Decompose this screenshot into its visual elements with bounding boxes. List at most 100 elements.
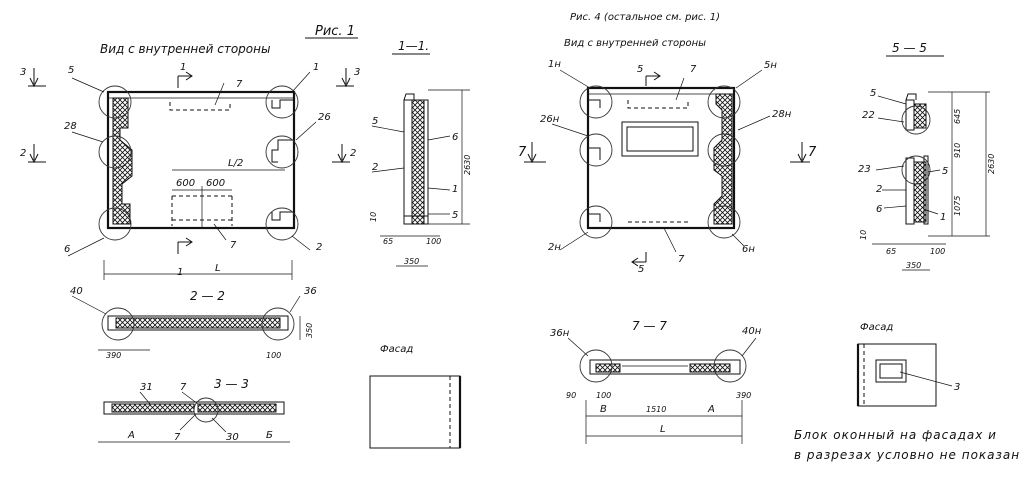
hatched-insulation — [112, 97, 133, 225]
dim-l: L — [215, 263, 221, 274]
window-block — [875, 359, 907, 383]
facade-outline — [369, 375, 461, 449]
detail-circle — [98, 135, 132, 169]
dim-2630: 2630 — [463, 155, 472, 175]
detail-circle — [579, 349, 613, 383]
section-mark-3b: 3 — [354, 67, 360, 78]
dim-l-half: L/2 — [228, 158, 243, 169]
fig4-title: Рис. 4 (остальное см. рис. 1) — [570, 12, 720, 23]
label-7b: 7 — [230, 240, 237, 251]
fig1-view: Рис. 1 Вид с внутренней стороны 5 1 28 2… — [20, 24, 360, 280]
detail-circle — [579, 133, 613, 167]
dim-390: 390 — [106, 351, 121, 360]
note-line-1: Блок оконный на фасадах и — [794, 428, 997, 442]
section-core — [595, 363, 621, 373]
label-36: 36 — [304, 286, 317, 297]
label-2: 2 — [876, 184, 882, 195]
detail-circle — [265, 135, 299, 169]
fig4-subtitle: Вид с внутренней стороны — [564, 38, 706, 49]
dim-910: 910 — [953, 143, 962, 158]
section-5-5-title: 5 — 5 — [892, 41, 927, 55]
dim-350: 350 — [305, 323, 314, 338]
dim-a: А — [127, 430, 135, 441]
dim-100: 100 — [930, 247, 945, 256]
label-5n: 5н — [764, 60, 777, 71]
hatched-insulation — [713, 93, 733, 225]
detail-circle — [261, 307, 295, 341]
label-26: 26 — [318, 112, 331, 123]
dim-10: 10 — [369, 212, 378, 222]
label-6: 6 — [452, 132, 458, 143]
window-opening — [621, 121, 699, 157]
dim-100: 100 — [596, 391, 611, 400]
fig4-view: Рис. 4 (остальное см. рис. 1) Вид с внут… — [518, 12, 817, 275]
label-5b: 5 — [638, 264, 644, 275]
label-26n: 26н — [540, 114, 560, 125]
label-1: 1 — [452, 184, 458, 195]
section-core — [411, 99, 425, 225]
facade-2: Фасад 3 — [856, 322, 960, 407]
fig1-title: Рис. 1 — [315, 24, 355, 39]
panel-outline — [586, 86, 736, 230]
label-5: 5 — [637, 64, 643, 75]
detail-circle — [98, 85, 132, 119]
label-28n: 28н — [772, 109, 792, 120]
label-5b: 5 — [942, 166, 948, 177]
label-7a: 7 — [180, 382, 187, 393]
note-line-2: в разрезах условно не показан — [794, 448, 1021, 462]
detail-circle — [707, 133, 741, 167]
section-mark-7a: 7 — [518, 145, 527, 160]
panel-outline — [106, 90, 296, 230]
dim-350: 350 — [404, 257, 419, 266]
detail-circle — [265, 207, 299, 241]
dim-v: В — [600, 404, 607, 415]
fig1-subtitle: Вид с внутренней стороны — [100, 42, 270, 56]
label-5: 5 — [870, 88, 876, 99]
detail-circle — [901, 155, 931, 185]
section-mark-2b: 2 — [350, 148, 356, 159]
section-mark-2a: 2 — [20, 148, 26, 159]
label-23: 23 — [858, 164, 871, 175]
label-1: 1 — [940, 212, 946, 223]
section-3-3-title: 3 — 3 — [214, 377, 249, 391]
section-3-3: 3 — 3 31 7 7 30 А Б — [98, 377, 290, 443]
section-core — [111, 403, 195, 413]
dim-10: 10 — [859, 230, 868, 240]
dim-100: 100 — [266, 351, 281, 360]
label-36n: 36н — [550, 328, 570, 339]
detail-circle — [707, 205, 741, 239]
label-5: 5 — [68, 65, 74, 76]
label-40: 40 — [70, 286, 83, 297]
dim-a: А — [707, 404, 715, 415]
dim-645: 645 — [953, 109, 962, 124]
section-mark-1b: 1 — [177, 267, 183, 278]
dim-600b: 600 — [206, 178, 225, 189]
dim-2630: 2630 — [987, 154, 996, 174]
section-mark-1a: 1 — [180, 62, 186, 73]
label-6: 6 — [64, 244, 70, 255]
section-core — [689, 363, 731, 373]
label-30: 30 — [226, 432, 239, 443]
section-core — [115, 317, 281, 329]
label-40n: 40н — [742, 326, 762, 337]
label-5: 5 — [372, 116, 378, 127]
label-31: 31 — [140, 382, 153, 393]
detail-circle — [265, 85, 299, 119]
dim-600a: 600 — [176, 178, 195, 189]
label-6n: 6н — [742, 244, 755, 255]
detail-circle — [101, 307, 135, 341]
section-mark-3a: 3 — [20, 67, 26, 78]
label-2n: 2н — [548, 242, 561, 253]
dim-l: L — [660, 424, 666, 435]
detail-circle — [713, 349, 747, 383]
dim-65: 65 — [383, 237, 393, 246]
dim-350: 350 — [906, 261, 921, 270]
dim-90: 90 — [566, 391, 576, 400]
label-2: 2 — [372, 162, 378, 173]
detail-circle — [193, 397, 219, 423]
section-7-7: 7 — 7 36н 40н 90 100 390 В 1510 А L — [550, 319, 762, 444]
label-7b: 7 — [678, 254, 685, 265]
section-mark-7b: 7 — [808, 145, 817, 160]
